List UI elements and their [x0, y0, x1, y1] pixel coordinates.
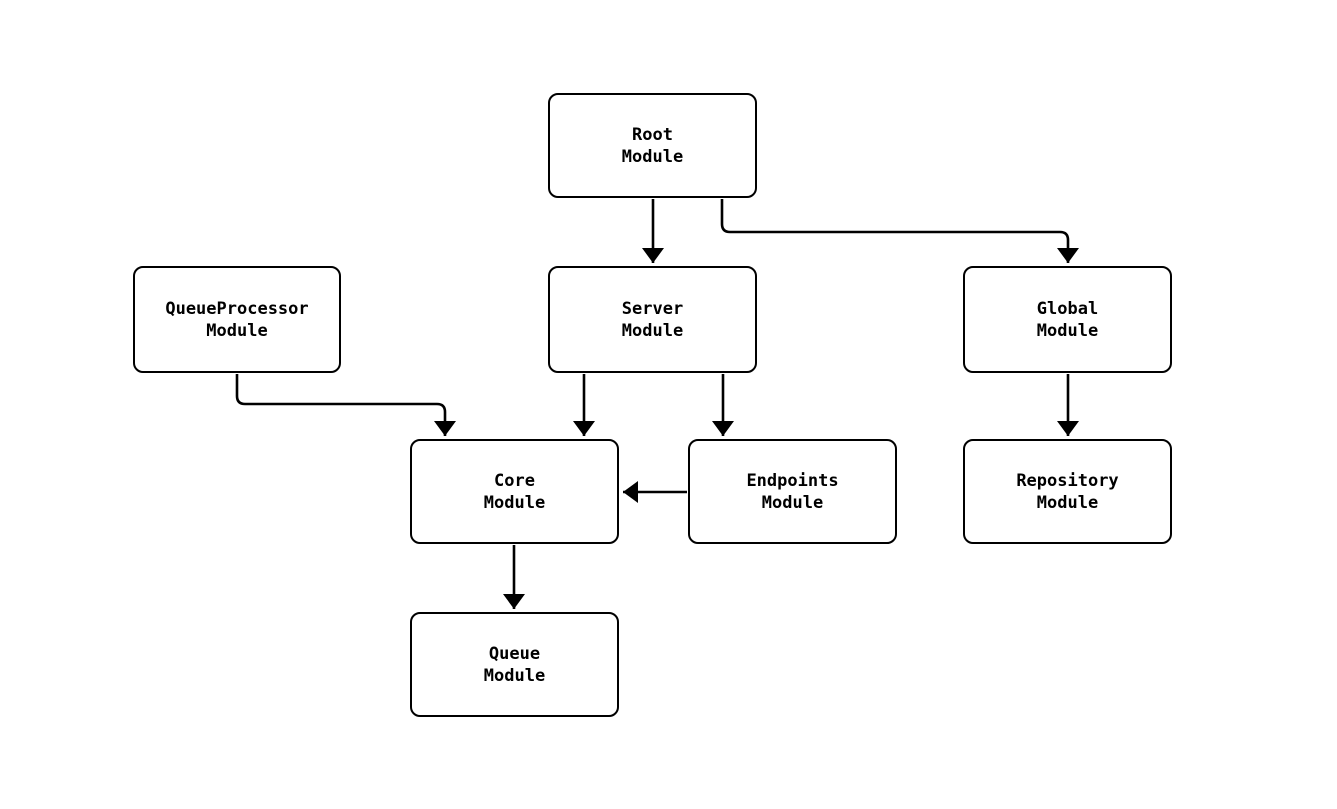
node-core-module: Core Module	[410, 439, 619, 544]
node-root-module: Root Module	[548, 93, 757, 198]
edge-queueprocessor-to-core	[235, 374, 456, 436]
node-queueprocessor-module: QueueProcessor Module	[133, 266, 341, 373]
node-repository-module: Repository Module	[963, 439, 1172, 544]
node-queue-module: Queue Module	[410, 612, 619, 717]
node-global-module: Global Module	[963, 266, 1172, 373]
node-server-module: Server Module	[548, 266, 757, 373]
node-endpoints-module: Endpoints Module	[688, 439, 897, 544]
edge-root-to-global	[720, 199, 1079, 263]
